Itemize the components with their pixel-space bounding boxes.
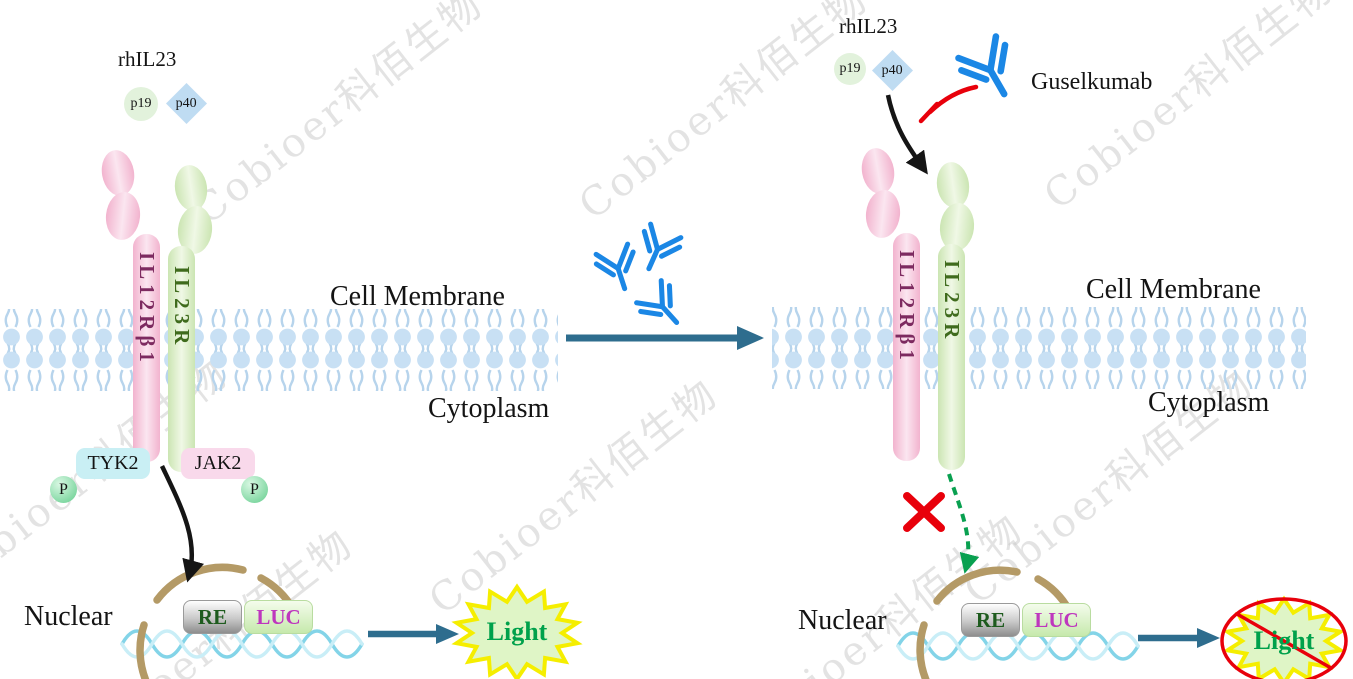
no-light-prohibition-icon [1220,597,1348,679]
luciferase-box: LUC [1022,603,1091,637]
reporter-construct-left: RE LUC [183,600,313,634]
response-element-box: RE [961,603,1020,637]
response-element-box: RE [183,600,242,634]
transition-arrow [566,326,764,350]
ligand-label-left: rhIL23 [118,47,177,71]
nucleus-label-left: Nuclear [24,601,113,632]
p19-subunit-right: p19 [834,53,866,85]
light-label-right: Light [1253,626,1315,655]
reporter-construct-right: RE LUC [961,603,1091,637]
phospho-circle: P [50,476,77,503]
receptor-il23r-right [936,162,975,470]
cell-membrane-right [772,307,1306,389]
p19-label: p19 [130,96,152,111]
p40-label: p40 [882,62,903,78]
p19-label: p19 [839,61,861,76]
receptor-il12rb1-right [861,148,920,461]
receptor-label-il23r-right: IL23R [940,260,964,344]
p19-subunit-left: p19 [124,87,158,121]
receptor-label-il12rb1-left: IL12Rβ1 [135,252,159,367]
light-output-arrow-right [1138,628,1220,648]
receptor-il12rb1-left [101,150,160,462]
ligand-label-right: rhIL23 [839,14,898,38]
antibody-icon [631,223,683,277]
nucleus-label-right: Nuclear [798,605,887,636]
jak2-kinase: JAK2 [181,448,255,479]
tyk2-kinase: TYK2 [76,448,150,479]
cell-membrane-left [0,309,558,391]
light-burst-left [451,583,583,679]
receptor-label-il23r-left: IL23R [170,266,194,350]
guselkumab-antibody-icon [955,35,1026,107]
free-antibodies-group [594,223,691,335]
cytoplasm-label-right: Cytoplasm [1148,387,1270,418]
dna-helix-left [120,629,364,659]
inhibition-tbar-icon [918,84,979,124]
blocked-x-icon [903,492,945,532]
luciferase-box: LUC [244,600,313,634]
p40-label: p40 [176,95,197,111]
light-output-arrow-left [368,624,459,644]
cytoplasm-label-left: Cytoplasm [428,393,550,424]
membrane-label-right: Cell Membrane [1086,274,1261,305]
phospho-circle: P [241,476,268,503]
guselkumab-label: Guselkumab [1031,69,1153,95]
receptor-il23r-left [168,165,213,472]
antibody-icon [594,243,644,294]
light-label-left: Light [486,617,548,646]
signal-transduction-arrow [159,465,205,583]
il23-binding-arrow [885,94,928,175]
dna-helix-right [896,631,1140,661]
antibody-icon [635,279,691,336]
receptor-label-il12rb1-right: IL12Rβ1 [895,250,919,365]
blocked-signal-arrow [947,473,980,574]
membrane-label-left: Cell Membrane [330,281,505,312]
